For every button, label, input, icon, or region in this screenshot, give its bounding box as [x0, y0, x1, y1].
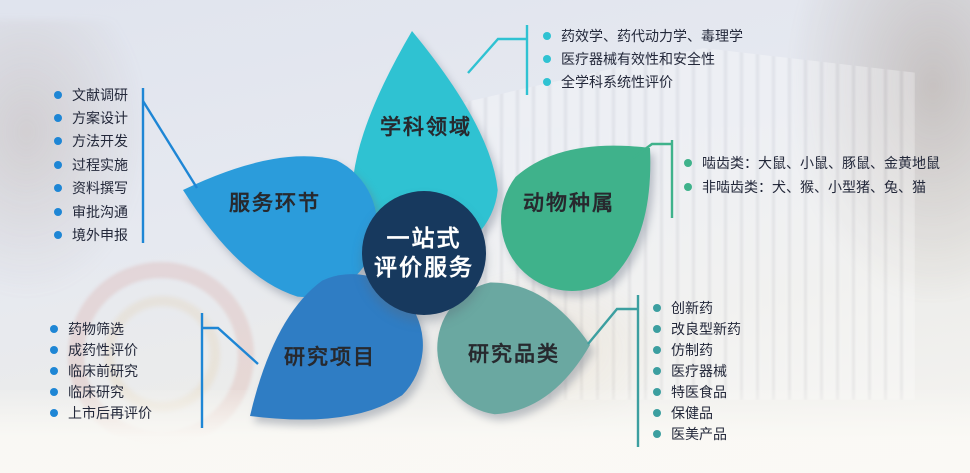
petal-service-steps — [183, 156, 377, 297]
connector-subject-areas — [467, 37, 527, 74]
connector-service-steps — [141, 100, 199, 189]
list-item-label: 资料撰写 — [72, 180, 128, 197]
list-item-label: 方法开发 — [72, 133, 128, 150]
list-item-label: 改良型新药 — [671, 320, 741, 337]
bullet-icon — [54, 231, 62, 240]
bullet-icon — [653, 345, 661, 354]
list-item-label: 成药性评价 — [68, 342, 138, 359]
connector-animal-species — [632, 142, 672, 159]
list-item-label: 全学科系统性评价 — [561, 73, 673, 90]
bullet-icon — [54, 207, 62, 216]
list-item-label: 过程实施 — [72, 156, 128, 173]
list-item-label: 上市后再评价 — [68, 404, 152, 421]
bullet-icon — [50, 346, 58, 355]
petal-label-research-categories: 研究品类 — [468, 343, 560, 366]
petal-animal-species — [501, 145, 651, 291]
list-item: 审批沟通 — [54, 200, 128, 223]
bullet-icon — [50, 366, 58, 375]
bullet-icon — [653, 429, 661, 438]
list-item: 方案设计 — [54, 106, 128, 129]
list-item: 非啮齿类：犬、猴、小型猪、兔、猫 — [684, 175, 940, 199]
list-research-categories: 创新药改良型新药仿制药医疗器械特医食品保健品医美产品 — [653, 297, 741, 444]
list-item: 临床前研究 — [50, 361, 152, 382]
list-item: 境外申报 — [54, 223, 128, 246]
bullet-icon — [54, 184, 62, 193]
list-item: 成药性评价 — [50, 340, 152, 361]
bullet-icon — [653, 303, 661, 312]
bullet-icon — [653, 408, 661, 417]
bullet-icon — [54, 114, 62, 123]
bullet-icon — [543, 54, 551, 63]
list-item: 啮齿类：大鼠、小鼠、豚鼠、金黄地鼠 — [684, 151, 940, 175]
bullet-icon — [50, 387, 58, 396]
bullet-icon — [543, 31, 551, 40]
list-item: 上市后再评价 — [50, 402, 152, 423]
list-item: 临床研究 — [50, 381, 152, 402]
center-title-line1: 一站式 — [386, 224, 462, 251]
list-service-steps: 文献调研方案设计方法开发过程实施资料撰写审批沟通境外申报 — [54, 83, 128, 247]
petal-label-animal-species: 动物种属 — [523, 192, 615, 215]
list-item: 全学科系统性评价 — [543, 70, 743, 93]
bullet-icon — [684, 159, 692, 167]
petal-label-service-steps: 服务环节 — [229, 192, 321, 215]
list-item: 医疗器械有效性和安全性 — [543, 47, 743, 70]
bullet-icon — [54, 160, 62, 169]
bullet-icon — [684, 183, 692, 191]
list-item: 医美产品 — [653, 423, 741, 444]
list-item: 药效学、药代动力学、毒理学 — [543, 24, 743, 47]
list-item: 医疗器械 — [653, 360, 741, 381]
list-item-label: 仿制药 — [671, 341, 713, 358]
list-item-label: 药效学、药代动力学、毒理学 — [561, 27, 743, 44]
list-item: 资料撰写 — [54, 177, 128, 200]
bullet-icon — [54, 90, 62, 99]
list-subject-areas: 药效学、药代动力学、毒理学医疗器械有效性和安全性全学科系统性评价 — [543, 24, 743, 94]
list-item-label: 文献调研 — [72, 86, 128, 103]
list-item-label: 审批沟通 — [72, 203, 128, 220]
list-item-label: 境外申报 — [72, 227, 128, 244]
list-item: 仿制药 — [653, 339, 741, 360]
connector-research-categories — [587, 307, 638, 345]
list-item: 改良型新药 — [653, 318, 741, 339]
petal-research-projects — [250, 274, 423, 420]
list-item-label: 啮齿类：大鼠、小鼠、豚鼠、金黄地鼠 — [702, 155, 940, 171]
list-item: 方法开发 — [54, 130, 128, 153]
list-animal-species: 啮齿类：大鼠、小鼠、豚鼠、金黄地鼠非啮齿类：犬、猴、小型猪、兔、猫 — [684, 151, 940, 199]
list-item-label: 医美产品 — [671, 425, 727, 442]
list-item-label: 医疗器械 — [671, 362, 727, 379]
list-item-label: 临床前研究 — [68, 362, 138, 379]
bullet-icon — [543, 77, 551, 86]
list-item-label: 创新药 — [671, 299, 713, 316]
connector-research-projects — [202, 326, 259, 365]
list-item: 药物筛选 — [50, 319, 152, 340]
bullet-icon — [653, 387, 661, 396]
list-item-label: 医疗器械有效性和安全性 — [561, 50, 715, 67]
list-item-label: 保健品 — [671, 404, 713, 421]
list-item-label: 非啮齿类：犬、猴、小型猪、兔、猫 — [702, 179, 926, 195]
center-circle: 一站式 评价服务 — [362, 191, 486, 315]
center-title-line2: 评价服务 — [374, 254, 474, 280]
list-item: 创新药 — [653, 297, 741, 318]
list-item-label: 方案设计 — [72, 110, 128, 127]
petal-label-subject-areas: 学科领域 — [380, 116, 472, 139]
list-research-projects: 药物筛选成药性评价临床前研究临床研究上市后再评价 — [50, 319, 152, 423]
bullet-icon — [50, 408, 58, 417]
list-item: 保健品 — [653, 402, 741, 423]
bullet-icon — [54, 137, 62, 146]
bullet-icon — [50, 325, 58, 334]
petal-research-categories — [437, 282, 590, 415]
bullet-icon — [653, 324, 661, 333]
petal-label-research-projects: 研究项目 — [284, 346, 376, 369]
list-item: 文献调研 — [54, 83, 128, 106]
list-item-label: 药物筛选 — [68, 321, 124, 338]
bullet-icon — [653, 366, 661, 375]
list-item-label: 临床研究 — [68, 383, 124, 400]
list-item-label: 特医食品 — [671, 383, 727, 400]
list-item: 过程实施 — [54, 153, 128, 176]
list-item: 特医食品 — [653, 381, 741, 402]
